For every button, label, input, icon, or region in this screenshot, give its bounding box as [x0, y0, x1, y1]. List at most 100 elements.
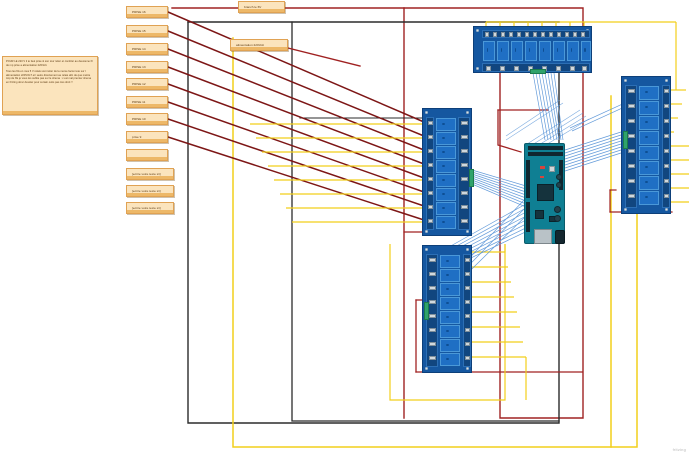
relay-channel: [639, 191, 659, 205]
relay-channel: [436, 132, 456, 145]
relay-channel: [525, 41, 537, 61]
relay-channel: [436, 188, 456, 201]
side-header-left[interactable]: [526, 160, 530, 198]
relay-channel: [639, 86, 659, 100]
note-tag-1[interactable]: [ecrire votre texte ici]: [126, 168, 174, 180]
note-tag-2[interactable]: [ecrire votre texte ici]: [126, 185, 174, 197]
screw-hole: [425, 230, 428, 233]
branch-tag-label: branch le 6V: [244, 5, 262, 9]
input-header[interactable]: [530, 69, 546, 74]
relay-channel: [440, 283, 460, 296]
prise-9-tag[interactable]: prise 9: [126, 131, 168, 143]
digital-header[interactable]: [528, 146, 563, 150]
alimentation-tag-label: alimentation 220Volt: [236, 43, 264, 47]
relay-channel: [567, 41, 579, 61]
digital-header-2[interactable]: [528, 152, 563, 156]
prise-15-label: PRISE 15: [132, 29, 146, 33]
note-tag-2-label: [ecrire votre texte ici]: [132, 189, 161, 193]
screw-hole: [665, 208, 668, 211]
relay-channel: [440, 311, 460, 324]
terminal-block[interactable]: [482, 30, 590, 38]
relay-channel: [639, 146, 659, 160]
input-header[interactable]: [424, 302, 429, 320]
power-jack[interactable]: [555, 230, 565, 244]
screw-hole: [466, 111, 469, 114]
relay-channel: [440, 297, 460, 310]
relay-channel: [497, 41, 509, 61]
prise-12-label: PRISE 12: [132, 82, 146, 86]
prise-15-tag[interactable]: PRISE 15: [126, 25, 168, 37]
blank-tag[interactable]: [126, 149, 168, 161]
screw-hole: [624, 208, 627, 211]
prise-11-label: PRISE 11: [132, 100, 146, 104]
relay-channel: [436, 216, 456, 229]
relay-board-right[interactable]: [621, 76, 671, 214]
prise-lead-wires: [167, 11, 425, 221]
relay-channel: [440, 325, 460, 338]
screw-hole: [425, 111, 428, 114]
arduino-mega[interactable]: [524, 143, 565, 244]
relay-channel: [639, 116, 659, 130]
screw-hole: [425, 367, 428, 370]
alimentation-tag[interactable]: alimentation 220Volt: [230, 39, 288, 51]
reset-button[interactable]: [549, 166, 555, 172]
mcu-chip: [537, 184, 554, 201]
screw-hole: [466, 248, 469, 251]
status-led: [540, 176, 544, 178]
note-tag-3[interactable]: [ecrire votre texte ici]: [126, 202, 174, 214]
input-header[interactable]: [623, 131, 628, 149]
screw-hole: [665, 79, 668, 82]
capacitor: [554, 206, 561, 213]
relay-channel: [436, 146, 456, 159]
capacitor: [554, 215, 561, 222]
screw-hole: [476, 67, 479, 70]
left-board-yellow-wires: [250, 123, 422, 223]
prise-16-label: PRISE 16: [132, 10, 146, 14]
prise-13-label: PRISE 13: [132, 65, 146, 69]
relay-channel: [639, 101, 659, 115]
side-header-left-2[interactable]: [526, 202, 530, 232]
terminal-block[interactable]: [662, 85, 670, 208]
relay-board-left-lower[interactable]: [422, 245, 472, 373]
power-led: [540, 166, 545, 169]
note-tag-1-label: [ecrire votre texte ici]: [132, 172, 161, 176]
relay-channel: [511, 41, 523, 61]
prise-10-tag[interactable]: PRISE 10: [126, 113, 168, 125]
relay-channel: [639, 131, 659, 145]
prise-10-label: PRISE 10: [132, 117, 146, 121]
prise-16-tag[interactable]: PRISE 16: [126, 6, 168, 18]
ribbon-cable-top: [532, 72, 564, 141]
relay-board-top[interactable]: [473, 26, 592, 74]
relay-channel: [436, 160, 456, 173]
prise-12-tag[interactable]: PRISE 12: [126, 78, 168, 90]
relay-channel: [639, 176, 659, 190]
relay-channel: [440, 353, 460, 366]
prise-13-tag[interactable]: PRISE 13: [126, 61, 168, 73]
relay-channel: [436, 174, 456, 187]
relay-channel: [436, 202, 456, 215]
usb-connector[interactable]: [534, 229, 552, 244]
screw-hole: [476, 29, 479, 32]
relay-channel: [483, 41, 495, 61]
terminal-block[interactable]: [463, 254, 471, 367]
terminal-block[interactable]: [426, 117, 434, 230]
note-tag-3-label: [ecrire votre texte ici]: [132, 206, 161, 210]
right-board-yellow-wires: [671, 89, 689, 203]
screw-hole: [466, 367, 469, 370]
relay-channel: [553, 41, 565, 61]
prise-14-tag[interactable]: PRISE 14: [126, 43, 168, 55]
capacitor: [556, 182, 562, 188]
branch-tag[interactable]: branch le 6V: [238, 1, 285, 13]
input-header[interactable]: [469, 169, 474, 187]
prise-9-label: prise 9: [132, 135, 142, 139]
prise-11-tag[interactable]: PRISE 11: [126, 96, 168, 108]
fritzing-watermark: fritzing: [672, 447, 686, 452]
relay-channel: [581, 41, 591, 61]
warning-note[interactable]: POUR LE 220 V il te faut prise & son tou…: [2, 56, 98, 115]
relay-channel: [539, 41, 551, 61]
screw-hole: [624, 79, 627, 82]
relay-board-left-upper[interactable]: [422, 108, 474, 236]
relay-channel: [639, 161, 659, 175]
screw-hole: [466, 230, 469, 233]
